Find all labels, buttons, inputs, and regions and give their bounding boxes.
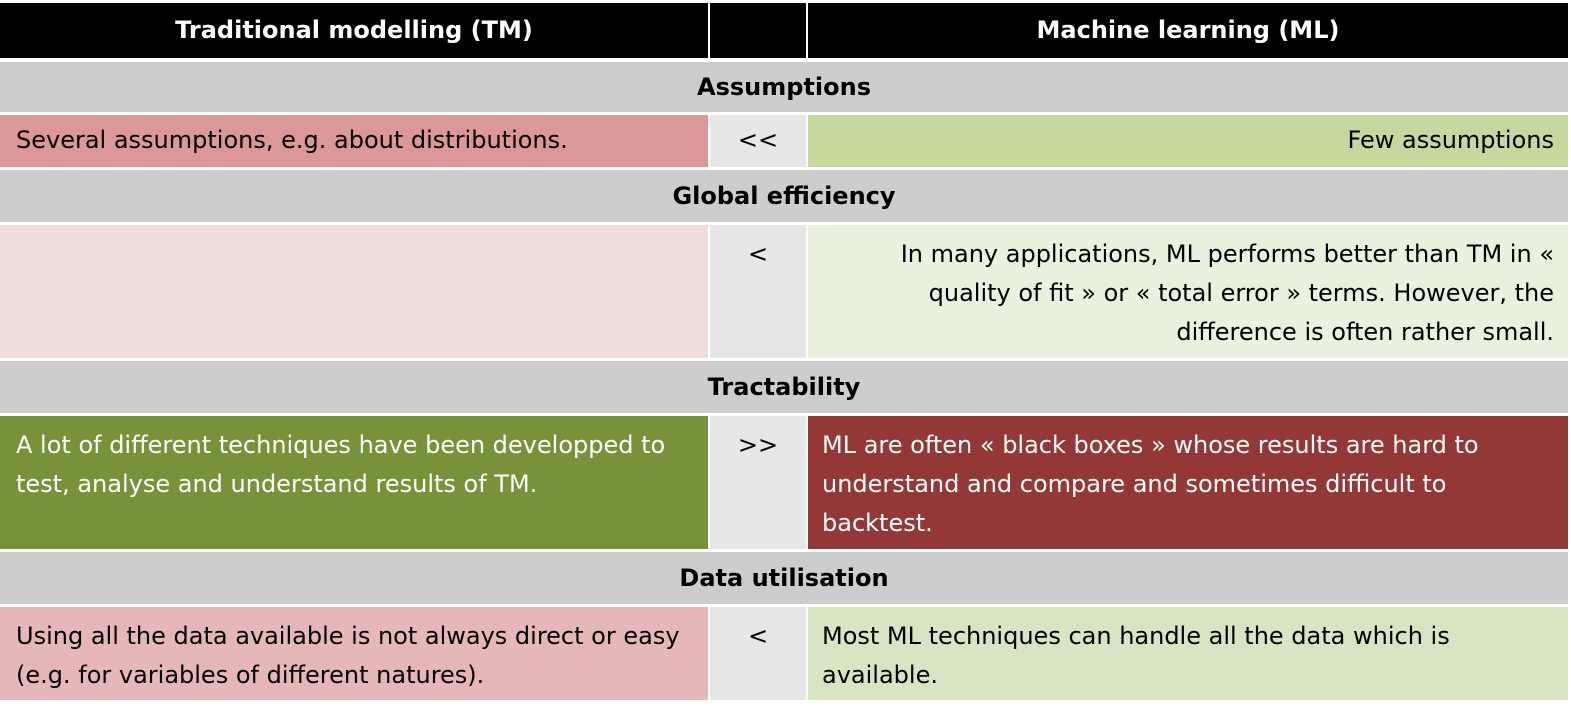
section-title: Global efficiency [0, 170, 1568, 225]
operator-text: >> [737, 431, 779, 459]
ml-text: Most ML techniques can handle all the da… [822, 622, 1450, 689]
section-row-tractability: Tractability [0, 361, 1568, 416]
tm-text [16, 225, 694, 235]
header-operator [710, 3, 808, 62]
operator-cell: >> [710, 416, 808, 552]
header-tm: Traditional modelling (TM) [0, 3, 710, 62]
ml-cell: In many applications, ML performs better… [808, 225, 1568, 361]
ml-text: Few assumptions [1347, 126, 1554, 154]
ml-cell: Most ML techniques can handle all the da… [808, 607, 1568, 703]
operator-text: << [737, 126, 779, 154]
ml-text: In many applications, ML performs better… [900, 240, 1554, 346]
section-row-data-utilisation: Data utilisation [0, 552, 1568, 607]
tm-text: A lot of different techniques have been … [16, 431, 666, 498]
tm-text: Using all the data available is not alwa… [16, 622, 680, 689]
operator-cell: << [710, 115, 808, 170]
section-row-assumptions: Assumptions [0, 62, 1568, 115]
ml-text: ML are often « black boxes » whose resul… [822, 431, 1479, 537]
tm-cell: Several assumptions, e.g. about distribu… [0, 115, 710, 170]
operator-cell: < [710, 225, 808, 361]
tm-cell: A lot of different techniques have been … [0, 416, 710, 552]
comparison-table: Traditional modelling (TM) Machine learn… [0, 3, 1568, 703]
comparison-row-global-efficiency: < In many applications, ML performs bett… [0, 225, 1568, 361]
comparison-row-data-utilisation: Using all the data available is not alwa… [0, 607, 1568, 703]
ml-cell: ML are often « black boxes » whose resul… [808, 416, 1568, 552]
section-title: Data utilisation [0, 552, 1568, 607]
header-ml: Machine learning (ML) [808, 3, 1568, 62]
ml-cell: Few assumptions [808, 115, 1568, 170]
operator-text: < [747, 622, 769, 650]
operator-cell: < [710, 607, 808, 703]
section-row-global-efficiency: Global efficiency [0, 170, 1568, 225]
section-title: Tractability [0, 361, 1568, 416]
header-row: Traditional modelling (TM) Machine learn… [0, 3, 1568, 62]
comparison-row-tractability: A lot of different techniques have been … [0, 416, 1568, 552]
tm-cell: Using all the data available is not alwa… [0, 607, 710, 703]
section-title: Assumptions [0, 62, 1568, 115]
operator-text: < [747, 240, 769, 268]
tm-cell [0, 225, 710, 361]
comparison-row-assumptions: Several assumptions, e.g. about distribu… [0, 115, 1568, 170]
tm-text: Several assumptions, e.g. about distribu… [16, 126, 568, 154]
